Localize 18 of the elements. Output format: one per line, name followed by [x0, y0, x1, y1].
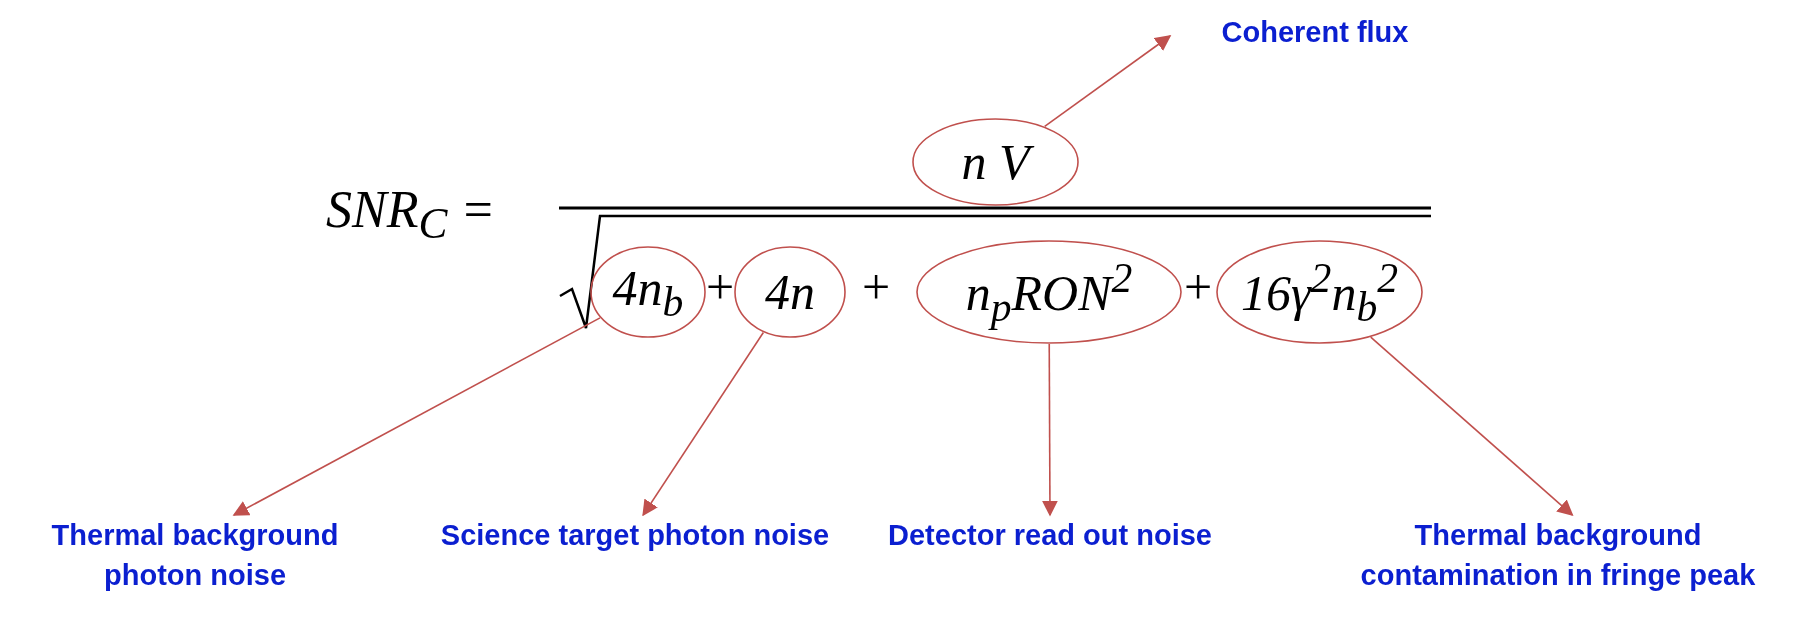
arrow — [642, 331, 765, 517]
annotation-text: Thermal background contamination in fringe peak — [1320, 515, 1796, 607]
circled-term: n V — [912, 118, 1079, 206]
plus-sign: + — [706, 258, 735, 316]
annotation-text: Thermal background photon noise — [0, 515, 390, 607]
formula-text: SNR$_{C}$ = — [326, 180, 496, 249]
circled-term: 4n — [734, 246, 846, 338]
circled-term: n$_{p}$RON$^{2}$ — [916, 240, 1182, 344]
arrow — [232, 317, 601, 516]
arrow — [1041, 343, 1058, 517]
annotation-text: Science target photon noise — [430, 515, 840, 607]
arrow — [1043, 35, 1172, 128]
plus-sign: + — [862, 258, 891, 316]
plus-sign: + — [1184, 258, 1213, 316]
annotation-text: Detector read out noise — [870, 515, 1230, 607]
arrow — [1369, 336, 1574, 517]
circled-term: 4n$_{b}$ — [590, 246, 706, 338]
annotation-text: Coherent flux — [1170, 12, 1460, 60]
